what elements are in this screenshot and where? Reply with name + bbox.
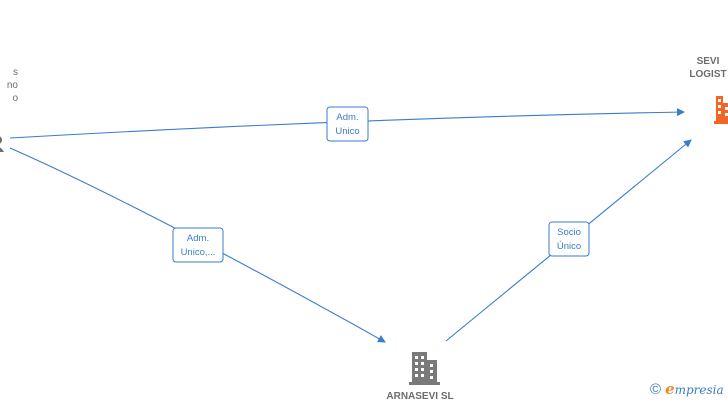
person-icon[interactable] (0, 136, 4, 152)
person-label-line: s (13, 67, 18, 78)
copyright-symbol: © (650, 380, 662, 398)
edge-label-adm-unico-multi[interactable]: Adm. Unico,... (172, 227, 224, 263)
edge-label-line: Unico,... (181, 247, 216, 258)
brand-rest: mpresia (674, 383, 724, 397)
company-sevi-label[interactable]: SEVI LOGIST (668, 55, 728, 81)
company-label-line: LOGIST (689, 69, 727, 80)
edge-label-line: Único (557, 241, 581, 252)
edge-label-line: Adm. (187, 233, 209, 244)
brand-initial: e (665, 380, 675, 398)
edge-label-line: Adm. (336, 112, 358, 123)
edge-label-line: Socio (557, 227, 581, 238)
person-node-label[interactable]: s no o (0, 66, 18, 105)
empresia-watermark: © empresia (650, 379, 724, 399)
building-icon[interactable] (409, 352, 440, 385)
edge-person-to-arnasevi-line (9, 147, 386, 343)
edge-label-socio-unico[interactable]: Socio Único (548, 221, 590, 257)
empresia-logo: empresia (665, 380, 724, 398)
company-arnasevi-label[interactable]: ARNASEVI SL (386, 391, 454, 402)
person-label-line: o (12, 93, 18, 104)
building-windows (718, 99, 728, 116)
company-label-line: SEVI (696, 56, 720, 67)
person-label-line: no (6, 80, 18, 91)
edge-label-line: Unico (335, 126, 359, 137)
edge-label-adm-unico[interactable]: Adm. Unico (326, 106, 369, 142)
